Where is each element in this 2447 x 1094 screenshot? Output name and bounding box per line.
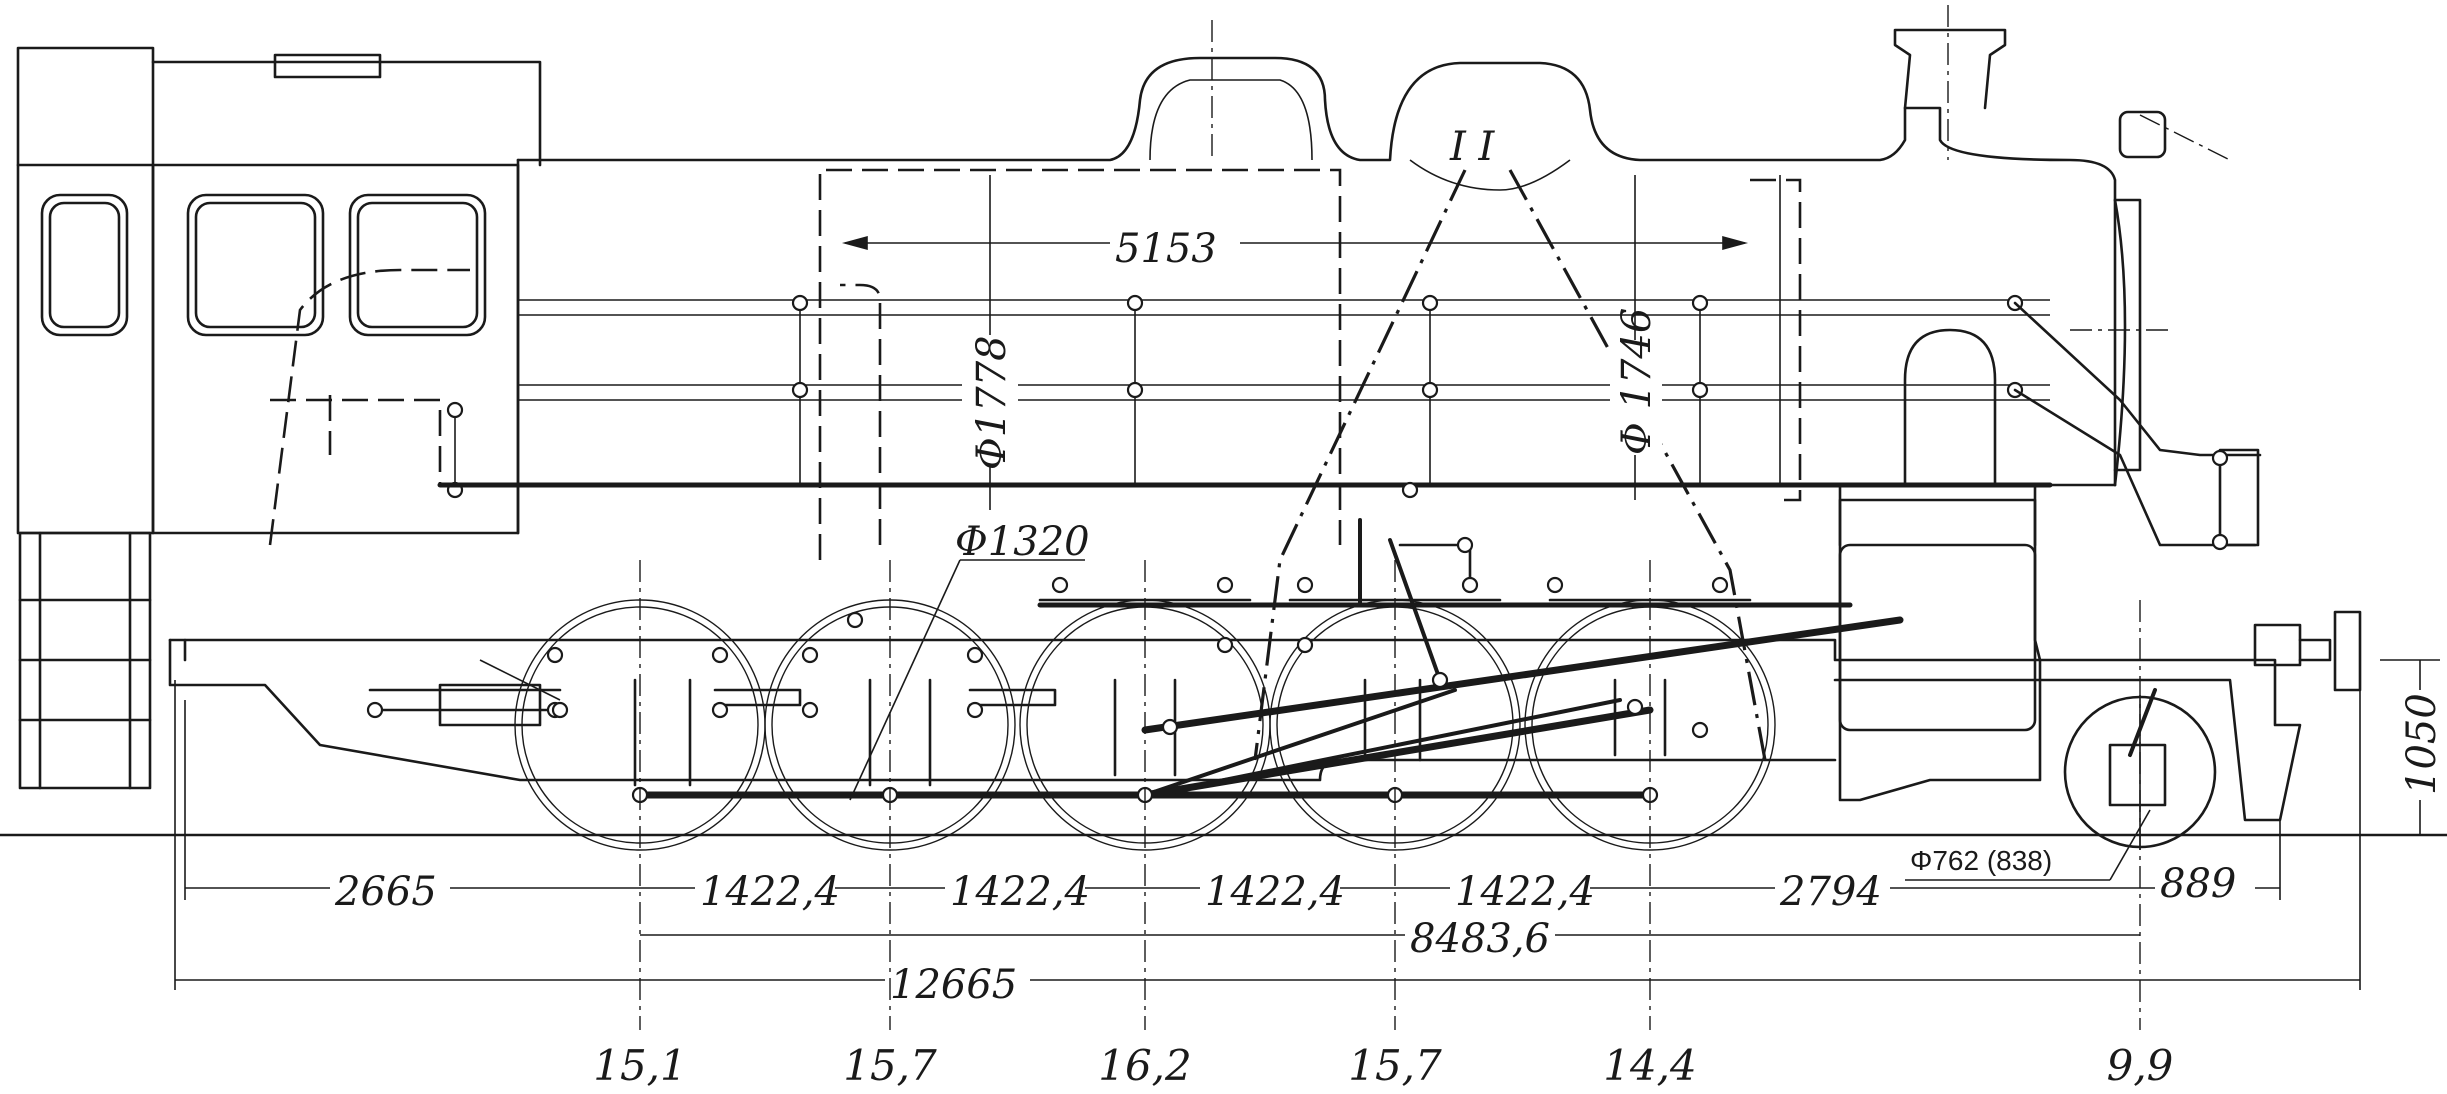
axle-load-3: 16,2 xyxy=(1098,1041,1192,1090)
axle-load-2: 15,7 xyxy=(843,1041,937,1090)
axle-load-1: 15,1 xyxy=(593,1041,687,1090)
dim-rear-overhang: 2665 xyxy=(334,869,437,915)
dim-boiler-diameter-front: Φ 1746 xyxy=(1614,308,1660,455)
dim-boiler-tube-length: 5153 xyxy=(1115,226,1217,272)
dim-driver-diameter: Φ1320 xyxy=(955,519,1090,565)
handrail-posts xyxy=(791,294,2024,485)
axle-load-5: 14,4 xyxy=(1603,1041,1697,1090)
dim-spacing-1: 1422,4 xyxy=(700,869,840,915)
boiler xyxy=(437,5,2262,560)
dim-buffer-height: 1050 xyxy=(2399,693,2445,795)
dim-pony-spacing: 2794 xyxy=(1779,869,1882,915)
dim-spacing-4: 1422,4 xyxy=(1455,869,1595,915)
axle-loads: 15,1 15,7 16,2 15,7 14,4 9,9 xyxy=(593,1041,2173,1090)
axle-load-6: 9,9 xyxy=(2107,1041,2174,1090)
axle-load-4: 15,7 xyxy=(1348,1041,1442,1090)
valve-gear xyxy=(366,481,1904,804)
dim-spacing-3: 1422,4 xyxy=(1205,869,1345,915)
section-lines: I I xyxy=(1253,124,1767,761)
dim-total-length: 12665 xyxy=(890,962,1017,1008)
cab xyxy=(16,46,542,790)
dim-front-overhang: 889 xyxy=(2160,861,2236,907)
section-mark: I I xyxy=(1449,124,1496,170)
dim-pony-diameter: Φ762 (838) xyxy=(1910,845,2052,876)
dim-spacing-2: 1422,4 xyxy=(950,869,1090,915)
dimension-lines: 5153 Φ1778 Φ 1746 Φ1320 Φ762 (838) 1050 … xyxy=(0,175,2447,1030)
dim-wheelbase: 8483,6 xyxy=(1410,916,1550,962)
dim-boiler-diameter-rear: Φ1778 xyxy=(969,335,1015,470)
